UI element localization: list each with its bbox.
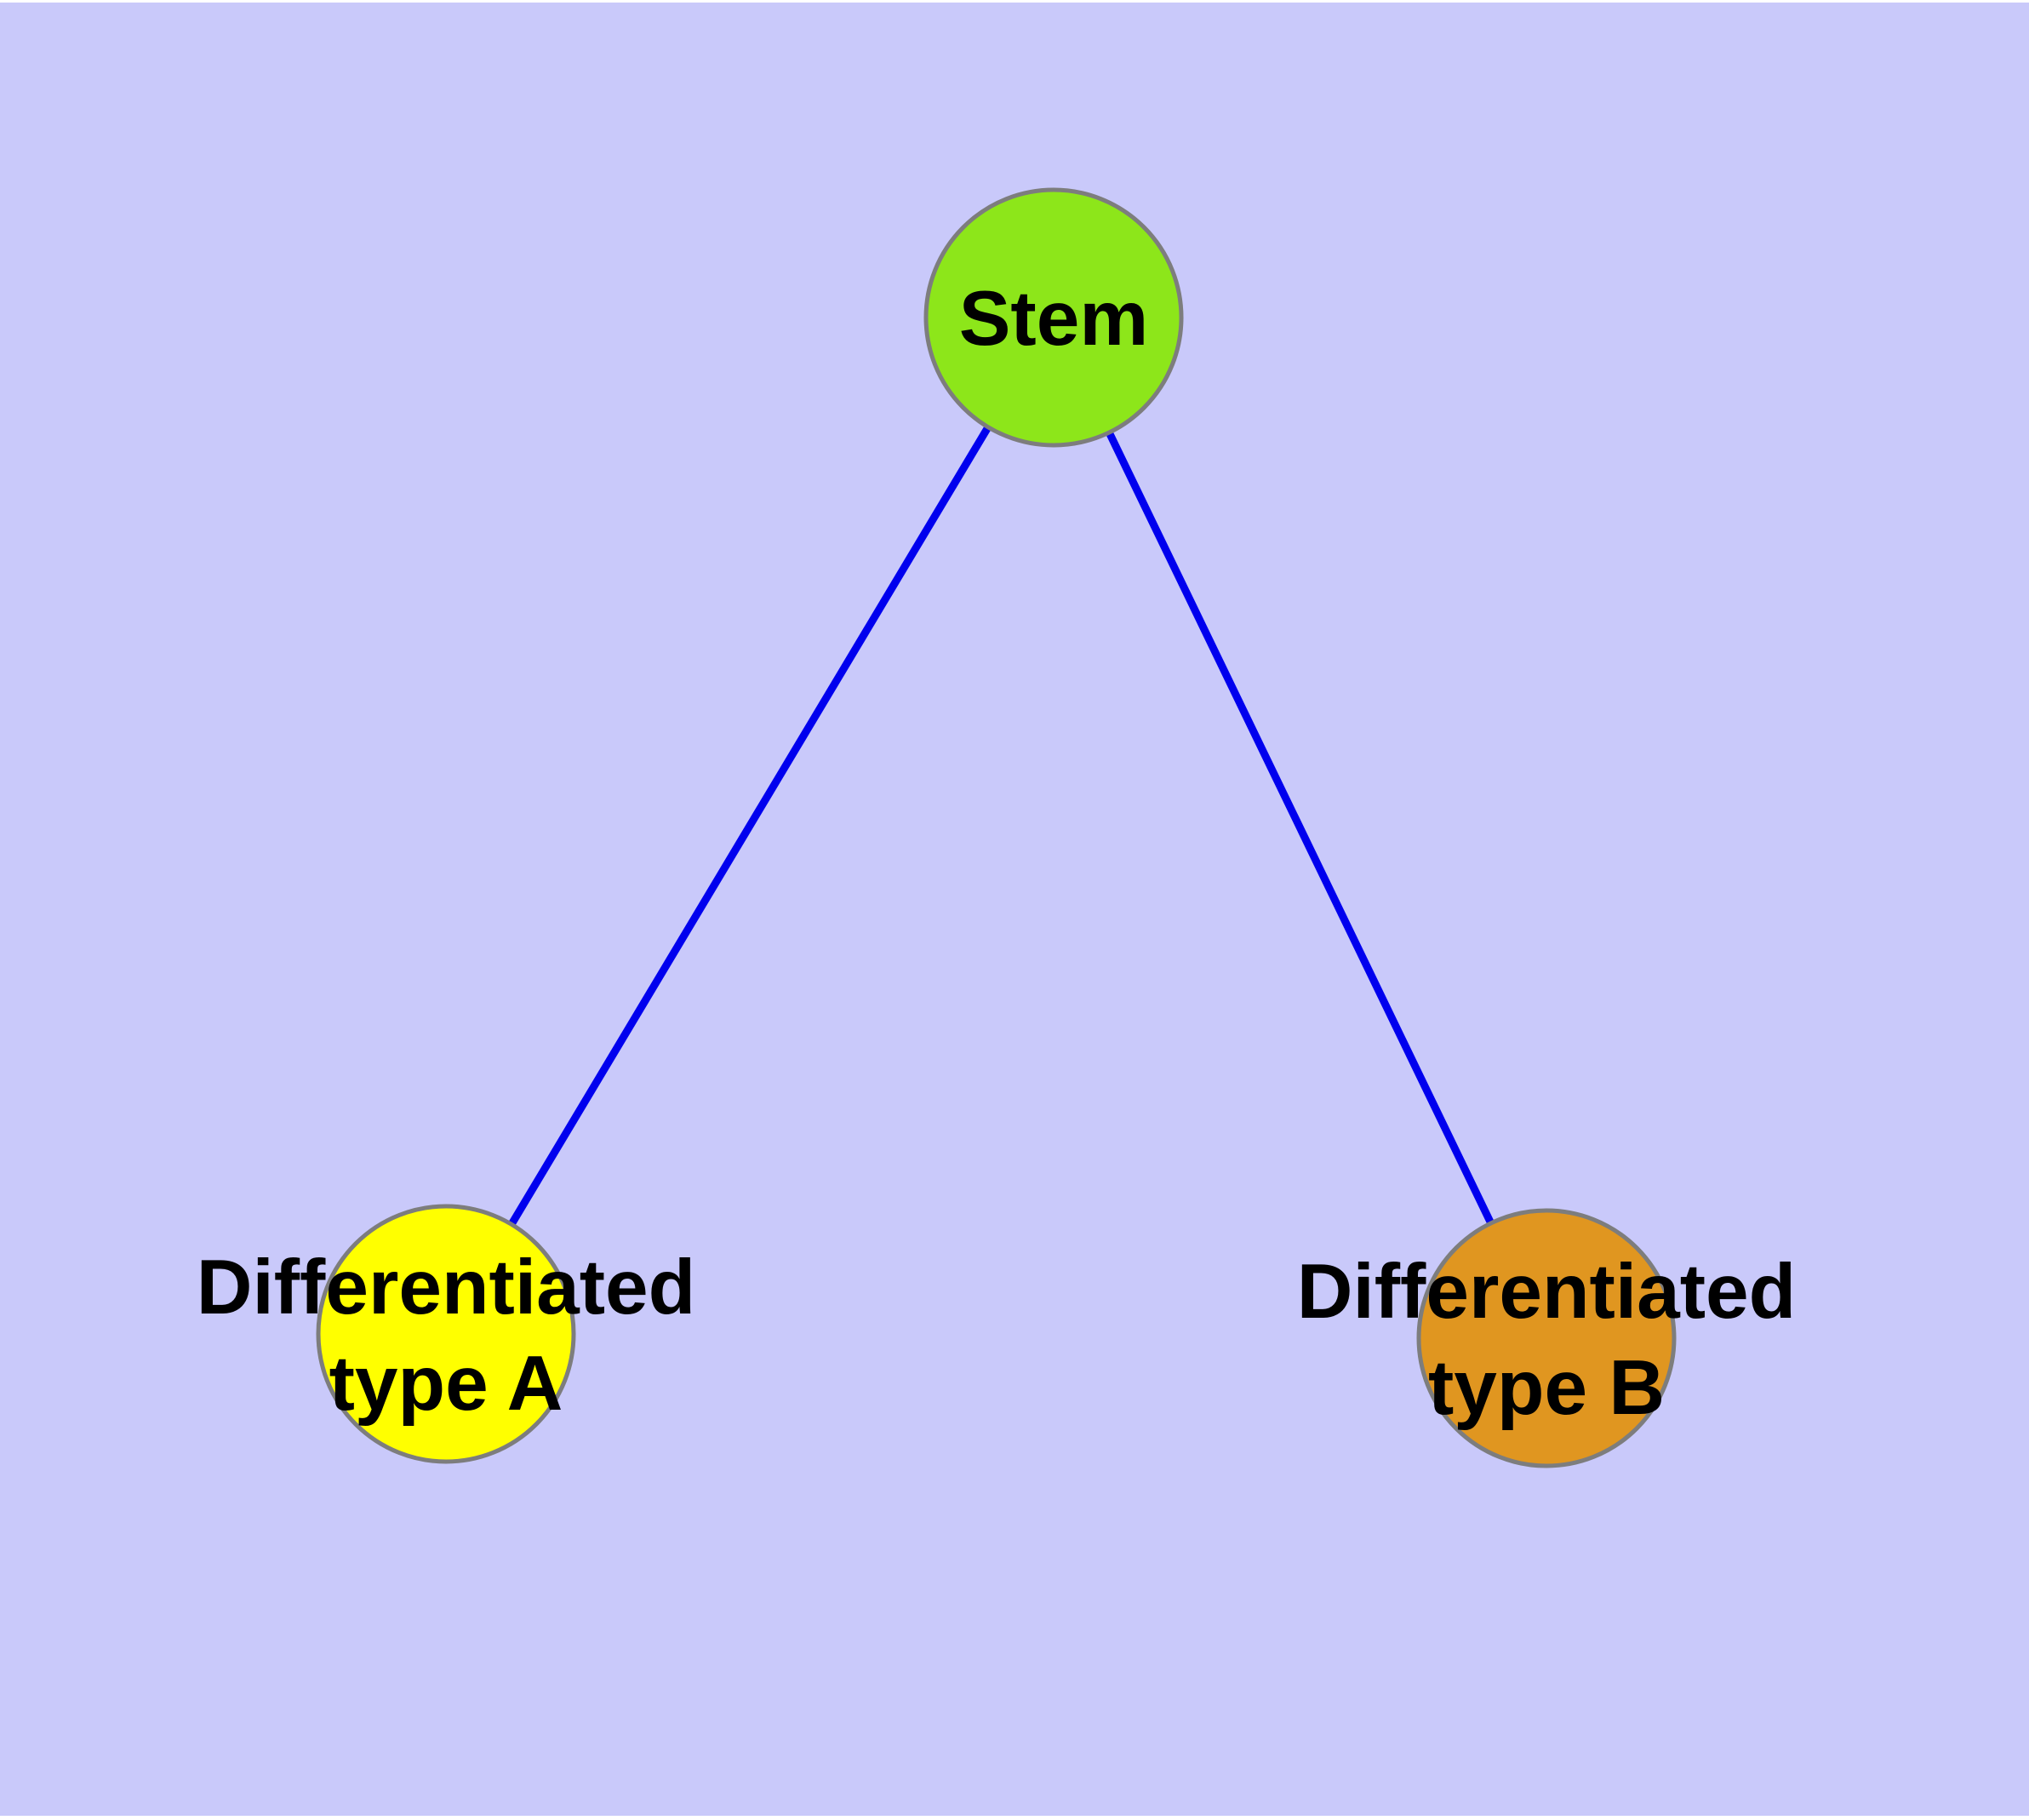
node-type-a-label-line2: type A [329,1341,563,1427]
node-type-b-circle [1416,1208,1677,1468]
edge-stem-to-type-a [443,315,1057,1336]
node-type-b-label-line2: type B [1428,1345,1665,1431]
node-type-a-label-line1: Differentiated [197,1245,696,1331]
node-type-a-circle [316,1204,576,1464]
node-stem-circle [923,187,1184,448]
node-type-b-label-line1: Differentiated [1297,1249,1797,1335]
edge-stem-to-type-b [1049,316,1551,1340]
node-stem-label: Stem [959,276,1149,362]
